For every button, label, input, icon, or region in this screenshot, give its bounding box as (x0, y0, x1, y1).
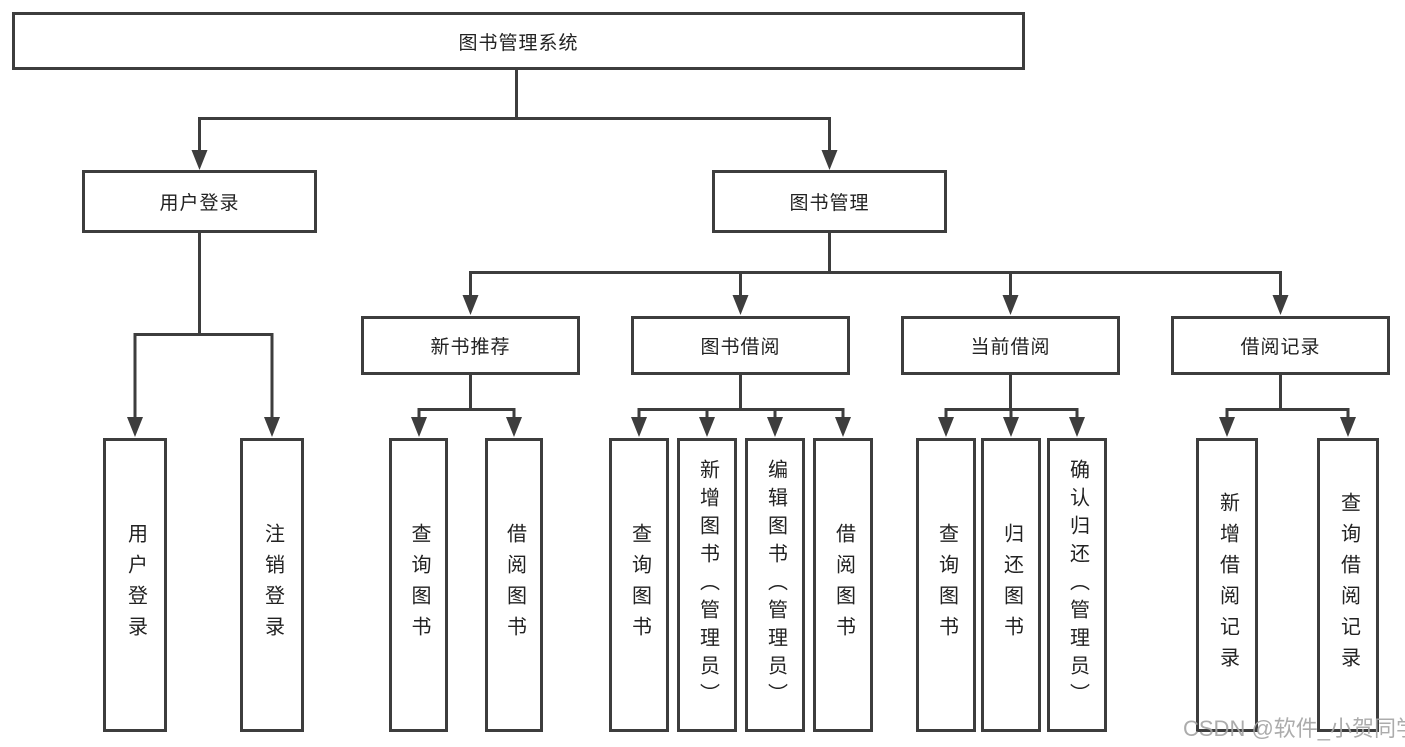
connector-root-to-level2 (191, 70, 838, 170)
node-label: 注销登录 (261, 523, 284, 647)
node-label: 新增借阅记录 (1216, 492, 1239, 678)
arrowhead (462, 295, 479, 315)
arrowhead (631, 417, 647, 437)
leaf-query-books-current: 查询图书 (916, 438, 976, 732)
leaf-user-login: 用户登录 (103, 438, 167, 732)
node-user-login: 用户登录 (82, 170, 317, 233)
node-label: 借阅图书 (832, 523, 855, 647)
node-borrowing-records: 借阅记录 (1171, 316, 1390, 375)
arrowhead (821, 150, 838, 170)
leaf-borrow-books-borrowing: 借阅图书 (813, 438, 873, 732)
node-library-management-system: 图书管理系统 (12, 12, 1025, 70)
node-label: 确认归还（管理员） (1066, 459, 1089, 711)
leaf-borrow-books-recommend: 借阅图书 (485, 438, 543, 732)
leaf-add-book-admin: 新增图书（管理员） (677, 438, 737, 732)
node-label: 查询借阅记录 (1337, 492, 1360, 678)
watermark: CSDN @软件_小贺同学 (1183, 716, 1405, 741)
leaf-query-books-borrowing: 查询图书 (609, 438, 669, 732)
node-label: 新书推荐 (430, 337, 511, 358)
node-book-management: 图书管理 (712, 170, 947, 233)
node-label: 借阅记录 (1240, 337, 1321, 358)
leaf-add-borrow-record: 新增借阅记录 (1196, 438, 1258, 732)
arrowhead (1340, 417, 1356, 437)
arrowhead (938, 417, 954, 437)
node-label: 借阅图书 (503, 523, 526, 647)
node-label: 编辑图书（管理员） (764, 459, 787, 711)
node-label: 查询图书 (408, 523, 430, 647)
arrowhead (1003, 417, 1019, 437)
node-label: 用户登录 (159, 193, 240, 214)
connector-user-login-to-leaves (127, 233, 280, 437)
arrowhead (1069, 417, 1085, 437)
leaf-logout: 注销登录 (240, 438, 304, 732)
arrowhead (506, 417, 522, 437)
node-label: 归还图书 (1000, 523, 1023, 647)
arrowhead (127, 417, 143, 437)
node-book-borrowing: 图书借阅 (631, 316, 850, 375)
node-label: 当前借阅 (970, 337, 1051, 358)
arrowhead (191, 150, 208, 170)
connector-borrowing-records-to-leaves (1219, 375, 1356, 437)
arrowhead (835, 417, 851, 437)
node-label: 用户登录 (124, 523, 147, 647)
leaf-edit-book-admin: 编辑图书（管理员） (745, 438, 805, 732)
arrowhead (1002, 295, 1019, 315)
connector-new-book-recommendation-to-leaves (411, 375, 522, 437)
node-label: 图书管理 (789, 193, 870, 214)
arrowhead (264, 417, 280, 437)
node-label: 查询图书 (935, 523, 958, 647)
node-current-borrowing: 当前借阅 (901, 316, 1120, 375)
node-label: 查询图书 (628, 523, 651, 647)
node-label: 新增图书（管理员） (696, 459, 719, 711)
leaf-return-books: 归还图书 (981, 438, 1041, 732)
arrowhead (767, 417, 783, 437)
node-label: 图书借阅 (700, 337, 781, 358)
arrowhead (699, 417, 715, 437)
connector-current-borrowing-to-leaves (938, 375, 1085, 437)
node-label: 图书管理系统 (458, 32, 579, 54)
node-new-book-recommendation: 新书推荐 (361, 316, 580, 375)
arrowhead (732, 295, 749, 315)
arrowhead (1219, 417, 1235, 437)
leaf-query-books-recommend: 查询图书 (389, 438, 448, 732)
connector-book-borrowing-to-leaves (631, 375, 851, 437)
connector-book-management-to-level3 (462, 233, 1289, 315)
arrowhead (1272, 295, 1289, 315)
arrowhead (411, 417, 427, 437)
leaf-query-borrow-record: 查询借阅记录 (1317, 438, 1379, 732)
leaf-confirm-return-admin: 确认归还（管理员） (1047, 438, 1107, 732)
